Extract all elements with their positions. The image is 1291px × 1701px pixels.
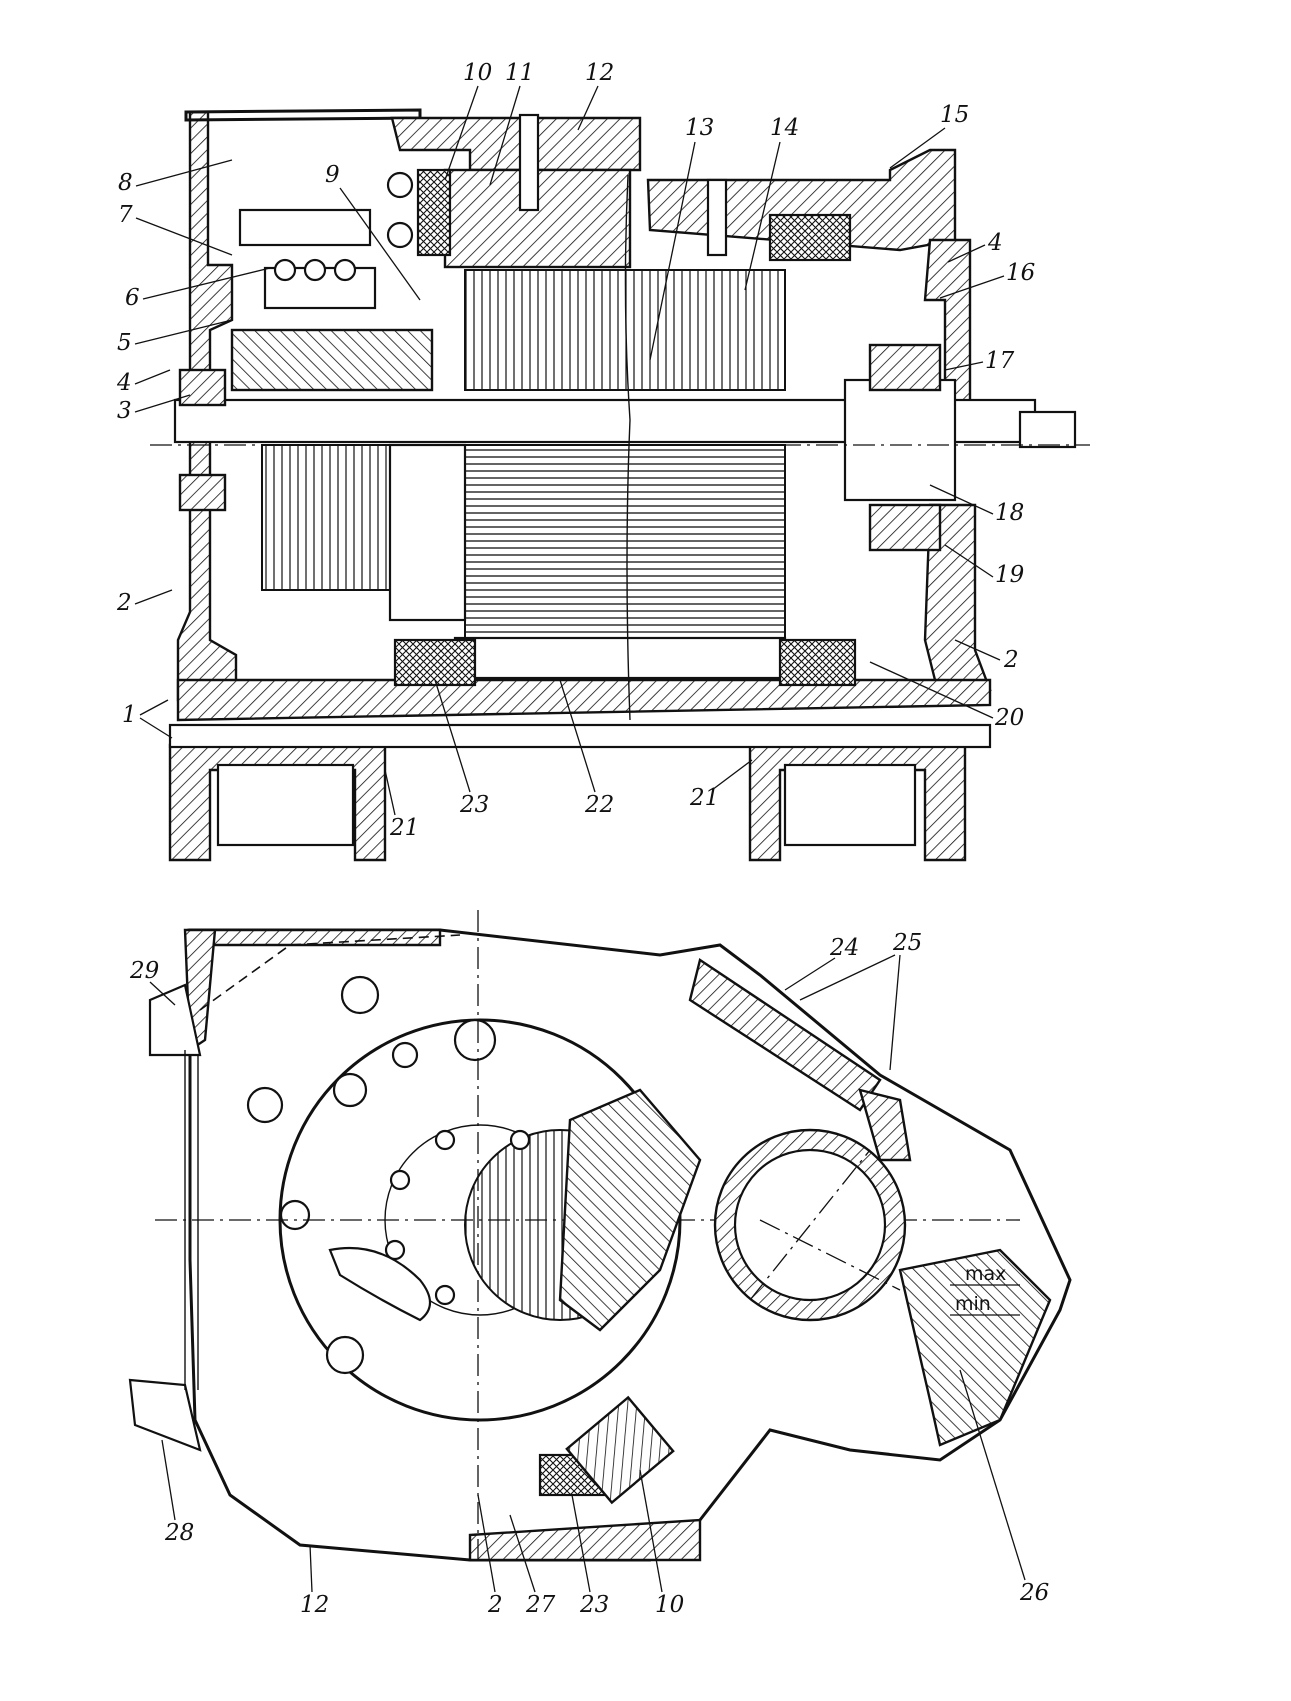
bolt-7 xyxy=(325,1335,365,1375)
gauge-max-label: max xyxy=(965,1263,1006,1285)
label-13: 13 xyxy=(685,115,714,141)
frame-bottom xyxy=(176,678,992,722)
label-11: 11 xyxy=(505,60,534,86)
label-21-left: 21 xyxy=(389,815,419,841)
label-10: 10 xyxy=(463,60,492,86)
labels-bottom: 29 24 25 26 28 12 2 27 23 10 max min xyxy=(129,930,1049,1618)
label-21-right: 21 xyxy=(689,785,719,811)
commutator-riser xyxy=(388,443,467,622)
shaft-end-taper xyxy=(1018,410,1077,449)
axle-spring-box-right xyxy=(783,763,917,847)
suspension-lug-bottom xyxy=(128,1378,202,1452)
pole-block-bottom xyxy=(565,1395,675,1505)
oil-gauge-housing xyxy=(898,1248,1052,1447)
bolt-5 xyxy=(246,1086,284,1124)
label-28: 28 xyxy=(164,1520,194,1546)
brush-bolt-1 xyxy=(273,258,297,282)
bolt-2 xyxy=(453,1018,497,1062)
label-22: 22 xyxy=(584,792,614,818)
axle-bore-axis-1 xyxy=(749,1149,871,1301)
label-20: 20 xyxy=(994,705,1024,731)
bolt-1 xyxy=(340,975,380,1015)
bolt-3 xyxy=(391,1041,419,1069)
label-24: 24 xyxy=(829,935,859,961)
label-26: 26 xyxy=(1019,1580,1049,1606)
label-7: 7 xyxy=(118,202,133,228)
longitudinal-section xyxy=(150,108,1090,862)
bearing-left-lower xyxy=(178,473,227,512)
armature-core-bottom xyxy=(464,444,786,641)
bolt-11 xyxy=(384,1239,406,1261)
pole-bolt-top-right xyxy=(706,178,728,257)
side-rod xyxy=(184,1050,199,1390)
brush-bolt-3 xyxy=(333,258,357,282)
label-10-bottom: 10 xyxy=(655,1592,684,1618)
frame-top-left xyxy=(390,116,642,172)
label-1: 1 xyxy=(122,702,137,728)
commutator-lower xyxy=(261,444,393,591)
main-pole-coil-top xyxy=(416,168,452,257)
label-2-right: 2 xyxy=(1003,647,1019,673)
dashed-cover-outline xyxy=(199,934,461,1011)
pole-bolt-top xyxy=(518,113,540,212)
bolt-10 xyxy=(389,1169,411,1191)
bolt-12 xyxy=(434,1284,456,1306)
gear-casing-flange xyxy=(858,1088,912,1162)
label-6: 6 xyxy=(125,285,140,311)
pole-coil-bottom-left xyxy=(393,638,477,687)
label-23: 23 xyxy=(459,792,489,818)
label-4-right: 4 xyxy=(987,230,1003,256)
axle-bore-axis-2 xyxy=(759,1219,901,1291)
label-25: 25 xyxy=(892,930,922,956)
commutator-upper xyxy=(230,328,434,392)
gauge-min-label: min xyxy=(955,1293,991,1315)
bolt-8 xyxy=(434,1129,456,1151)
cross-section xyxy=(128,910,1072,1562)
label-12-bottom: 12 xyxy=(300,1592,329,1618)
bearing-left-upper xyxy=(178,368,227,407)
brush-sector xyxy=(558,1088,702,1332)
cable-eye-upper xyxy=(386,171,414,199)
label-2-bottom: 2 xyxy=(487,1592,503,1618)
bearing-right-lower xyxy=(868,503,942,552)
main-pole-bottom xyxy=(453,636,787,680)
brush-rocker xyxy=(238,208,372,247)
pole-coil-bottom-right xyxy=(778,638,857,687)
kidney-slot xyxy=(328,1246,432,1322)
label-27: 27 xyxy=(525,1592,556,1618)
bolt-9 xyxy=(509,1129,531,1151)
label-15: 15 xyxy=(940,102,969,128)
label-14: 14 xyxy=(770,115,799,141)
bolt-4 xyxy=(332,1072,368,1108)
axle-bore-inner xyxy=(733,1148,887,1302)
label-29: 29 xyxy=(129,958,159,984)
label-4-left: 4 xyxy=(116,370,132,396)
suspension-lug-top xyxy=(148,983,202,1057)
label-18: 18 xyxy=(995,500,1024,526)
label-19: 19 xyxy=(995,562,1024,588)
pole-coil-right-top xyxy=(768,213,852,262)
housing-outline xyxy=(188,928,1072,1562)
gear-casing-upper xyxy=(688,958,882,1112)
label-16: 16 xyxy=(1006,260,1035,286)
bolt-6 xyxy=(279,1199,311,1231)
label-9: 9 xyxy=(325,162,340,188)
label-12: 12 xyxy=(585,60,614,86)
brush-bolt-2 xyxy=(303,258,327,282)
label-3: 3 xyxy=(117,398,132,424)
label-17: 17 xyxy=(985,348,1015,374)
axle-spring-box-left xyxy=(216,763,355,847)
frame-bottom-rim xyxy=(468,1518,702,1562)
label-23-bottom: 23 xyxy=(579,1592,609,1618)
top-lid-left xyxy=(184,108,422,122)
label-5: 5 xyxy=(117,330,132,356)
cable-eye-lower xyxy=(386,221,414,249)
bearing-right-upper xyxy=(868,343,942,392)
label-2-left: 2 xyxy=(116,590,132,616)
shaft-hub-right xyxy=(843,378,957,502)
labels-top: 1 2 2 3 4 4 5 6 7 8 9 10 11 12 13 14 15 … xyxy=(116,60,1035,841)
section-break-line xyxy=(624,174,631,721)
label-8: 8 xyxy=(118,170,133,196)
